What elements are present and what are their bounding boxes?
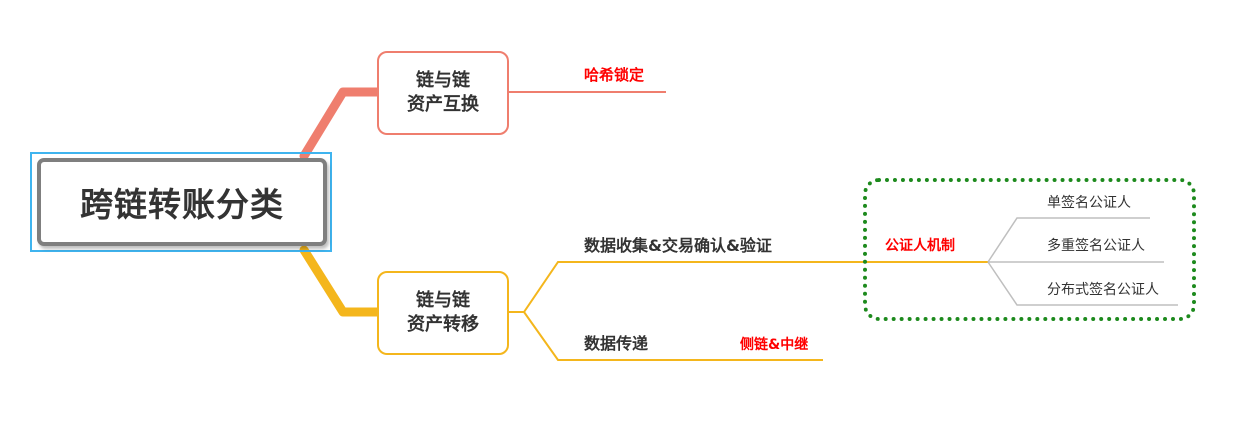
notary-mechanism-label[interactable]: 公证人机制: [885, 238, 955, 254]
sidechain-relay-label[interactable]: 侧链&中继: [740, 337, 809, 353]
notary-leaf-distributed[interactable]: 分布式签名公证人: [1047, 282, 1159, 298]
connector-root-swap: [299, 87, 382, 161]
data-collect-label[interactable]: 数据收集&交易确认&验证: [584, 236, 772, 255]
branch-swap-line1: 链与链: [416, 69, 470, 91]
connector-notary-leaf-3: [987, 261, 1178, 306]
branch-transfer-line2: 资产转移: [407, 314, 479, 335]
connector-transfer-datapass: [523, 311, 823, 361]
notary-leaf-single[interactable]: 单签名公证人: [1047, 195, 1131, 211]
branch-node-asset-swap[interactable]: 链与链 资产互换: [377, 51, 509, 135]
connector-root-transfer: [299, 245, 382, 317]
branch-node-asset-transfer[interactable]: 链与链 资产转移: [377, 271, 509, 355]
notary-group-frame: [863, 178, 1196, 321]
branch-swap-line2: 资产互换: [407, 94, 479, 115]
hash-lock-label[interactable]: 哈希锁定: [584, 66, 645, 84]
root-node[interactable]: 跨链转账分类: [37, 158, 327, 246]
root-node-label: 跨链转账分类: [80, 185, 284, 224]
root-node-frame: [30, 152, 332, 252]
connector-notary-leaf-1: [987, 217, 1150, 263]
connector-transfer-datacollect: [509, 261, 988, 313]
branch-transfer-line1: 链与链: [416, 289, 470, 311]
notary-leaf-multi[interactable]: 多重签名公证人: [1047, 238, 1145, 254]
data-pass-label[interactable]: 数据传递: [584, 334, 649, 353]
